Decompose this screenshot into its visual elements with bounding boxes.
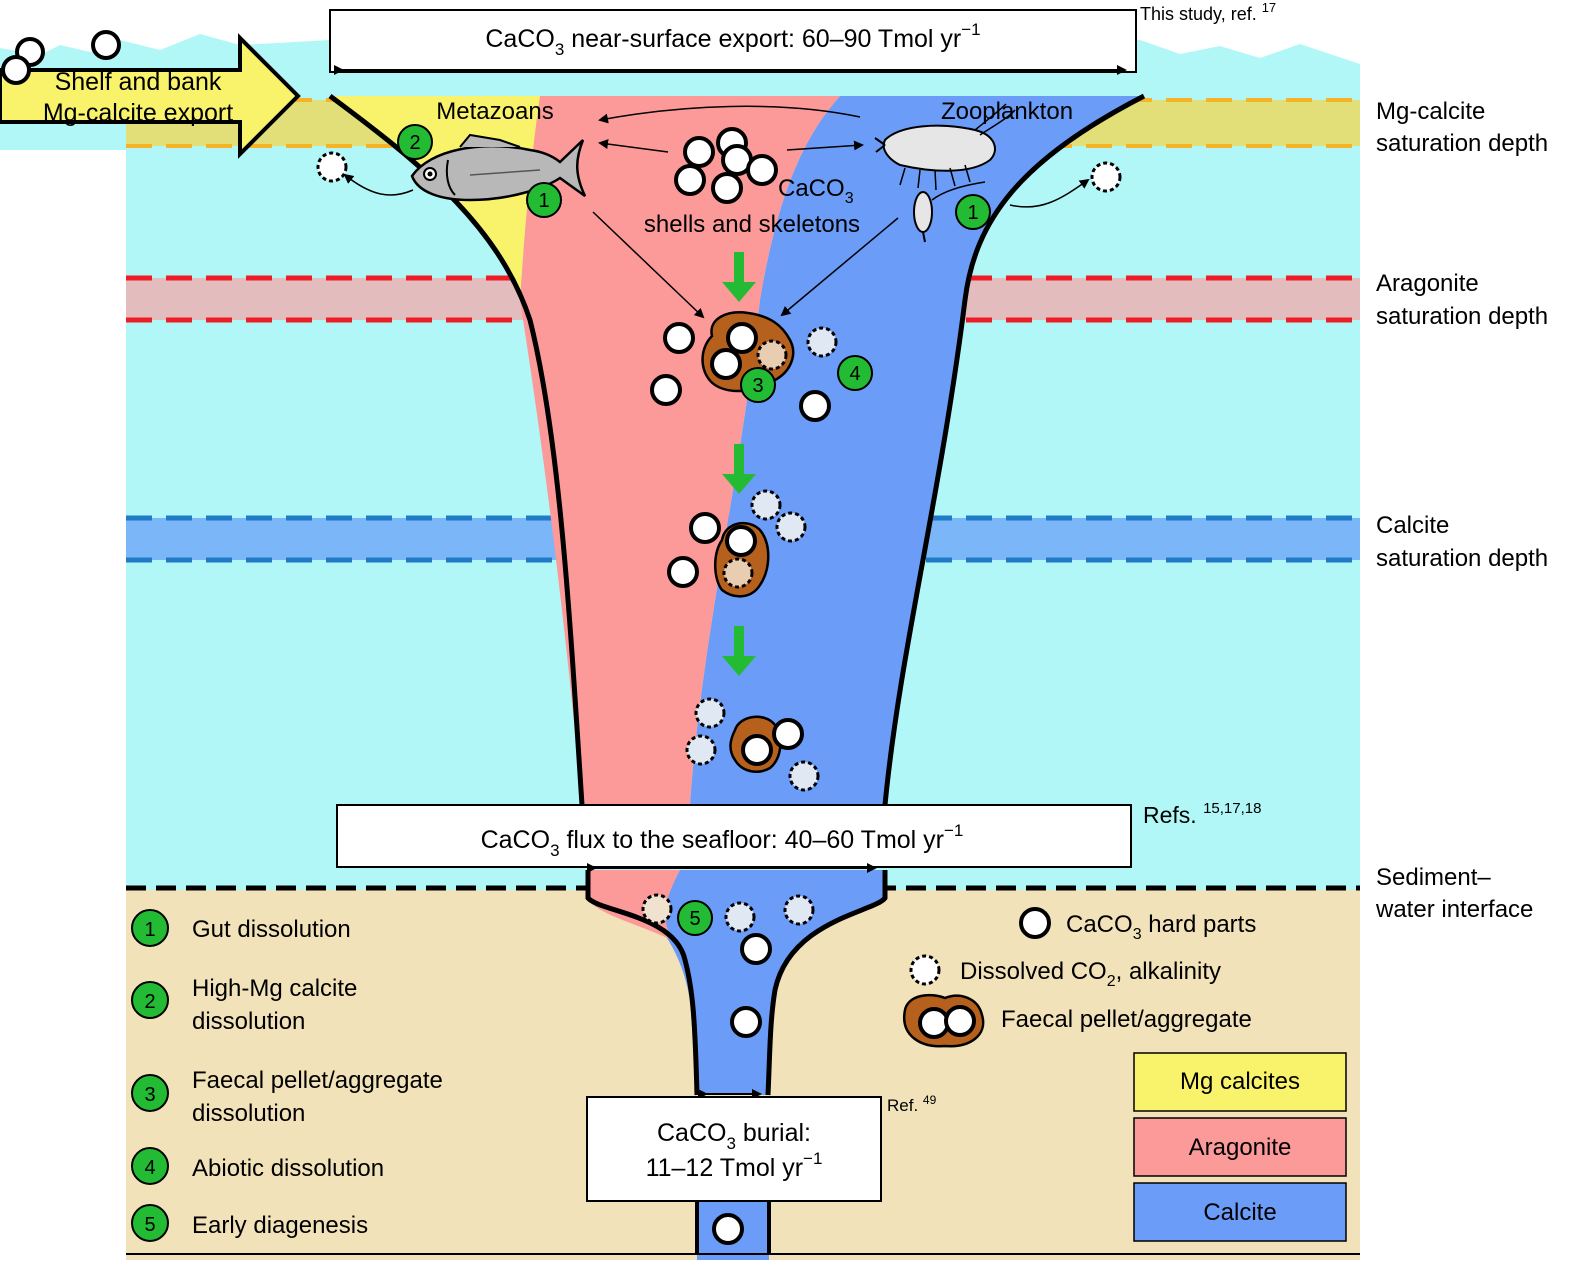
svg-text:Mg calcites: Mg calcites [1180, 1068, 1300, 1095]
svg-text:saturation depth: saturation depth [1376, 545, 1548, 572]
burial-ref: Ref. 49 [887, 1093, 937, 1115]
svg-text:CaCO3 hard parts: CaCO3 hard parts [1066, 911, 1256, 943]
surface-export-box: CaCO3 near-surface export: 60–90 Tmol yr… [329, 9, 1137, 75]
svg-text:1: 1 [144, 919, 155, 941]
svg-text:CaCO3 burial:: CaCO3 burial: [657, 1119, 811, 1153]
svg-text:Aragonite: Aragonite [1189, 1134, 1292, 1161]
sinking-arrows [722, 252, 756, 676]
svg-text:water interface: water interface [1375, 896, 1533, 923]
sediment-particles [641, 893, 815, 1245]
svg-text:CaCO3 flux to the seafloor: 40: CaCO3 flux to the seafloor: 40–60 Tmol y… [481, 821, 964, 860]
mineral-legend: Mg calcites Aragonite Calcite [1133, 1052, 1347, 1242]
seafloor-flux-box: CaCO3 flux to the seafloor: 40–60 Tmol y… [336, 804, 1132, 873]
svg-text:4: 4 [849, 363, 860, 385]
svg-text:Dissolved CO2, alkalinity: Dissolved CO2, alkalinity [960, 958, 1221, 990]
svg-text:Calcite: Calcite [1376, 512, 1449, 539]
aggregate-2 [667, 489, 807, 598]
svg-text:2: 2 [409, 132, 420, 154]
depth-labels: Mg-calcite saturation depth Aragonite sa… [1375, 98, 1548, 923]
burial-box: CaCO3 burial: 11–12 Tmol yr−1 [586, 1089, 882, 1202]
svg-text:Aragonite: Aragonite [1376, 270, 1479, 297]
process-legend: 1 Gut dissolution 2 High-Mg calcite disso… [131, 909, 443, 1242]
legend-item-gut: 1 Gut dissolution [131, 909, 351, 947]
shells-cluster [674, 127, 778, 204]
funnel [328, 93, 1146, 1260]
svg-text:dissolution: dissolution [192, 1008, 305, 1035]
shells-label-line2: shells and skeletons [644, 211, 860, 238]
aragonite-zone [520, 96, 840, 805]
surface-ref: This study, ref. 17 [1140, 0, 1276, 24]
svg-text:Mg-calcite: Mg-calcite [1376, 98, 1485, 125]
flow-arrows [343, 105, 1090, 319]
svg-text:Early diagenesis: Early diagenesis [192, 1212, 368, 1239]
svg-text:dissolution: dissolution [192, 1100, 305, 1127]
aggregate-1 [650, 311, 838, 422]
zooplankton-label: Zooplankton [941, 98, 1073, 125]
svg-text:11–12 Tmol yr−1: 11–12 Tmol yr−1 [646, 1149, 823, 1182]
zooplankton-icon [874, 103, 1016, 243]
svg-text:3: 3 [144, 1084, 155, 1106]
svg-text:5: 5 [689, 908, 700, 930]
svg-text:CaCO3 near-surface export: 60–: CaCO3 near-surface export: 60–90 Tmol yr… [485, 20, 980, 59]
shells-label-line1: CaCO3 [778, 175, 854, 207]
process-badges: 2 1 1 3 4 5 [397, 124, 991, 936]
symbol-legend: CaCO3 hard parts Dissolved CO2, alkalini… [902, 907, 1256, 1048]
svg-text:1: 1 [538, 190, 549, 212]
svg-text:1: 1 [967, 202, 978, 224]
svg-text:Faecal pellet/aggregate: Faecal pellet/aggregate [192, 1067, 443, 1094]
svg-text:Faecal pellet/aggregate: Faecal pellet/aggregate [1001, 1006, 1252, 1033]
svg-text:Gut dissolution: Gut dissolution [192, 916, 351, 943]
legend-item-abiotic: 4 Abiotic dissolution [131, 1147, 384, 1185]
legend-item-diagenesis: 5 Early diagenesis [131, 1204, 368, 1242]
svg-text:Abiotic dissolution: Abiotic dissolution [192, 1155, 384, 1182]
seafloor-ref: Refs. 15,17,18 [1143, 800, 1261, 828]
metazoans-label: Metazoans [436, 98, 553, 125]
svg-text:5: 5 [144, 1214, 155, 1236]
svg-text:Calcite: Calcite [1203, 1199, 1276, 1226]
calcite-zone [690, 96, 1144, 805]
svg-text:4: 4 [144, 1157, 155, 1179]
svg-text:Sediment–: Sediment– [1376, 864, 1491, 891]
svg-text:saturation depth: saturation depth [1376, 130, 1548, 157]
shelf-arrow-line2: Mg-calcite export [43, 99, 233, 127]
shelf-arrow-line1: Shelf and bank [55, 68, 222, 96]
svg-text:2: 2 [144, 991, 155, 1013]
svg-text:3: 3 [752, 375, 763, 397]
shelf-export-arrow: Shelf and bank Mg-calcite export [0, 30, 301, 159]
aggregate-3 [685, 697, 820, 792]
legend-item-high-mg: 2 High-Mg calcite dissolution [131, 975, 357, 1035]
svg-text:saturation depth: saturation depth [1376, 303, 1548, 330]
svg-text:High-Mg calcite: High-Mg calcite [192, 975, 357, 1002]
legend-item-faecal: 3 Faecal pellet/aggregate dissolution [131, 1067, 443, 1127]
